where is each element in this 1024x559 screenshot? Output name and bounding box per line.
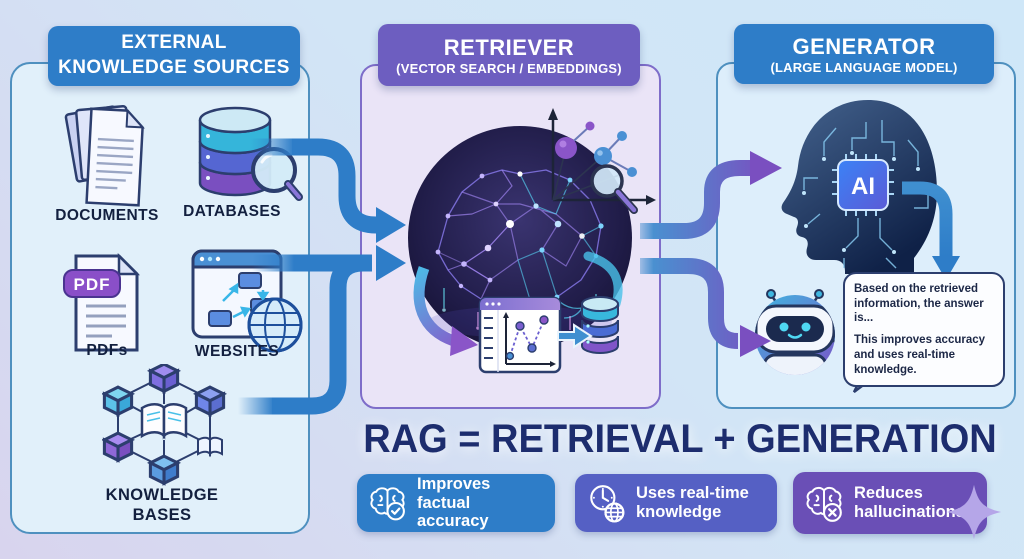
- documents-label: DOCUMENTS: [32, 207, 182, 226]
- generator-header-subtitle: (LARGE LANGUAGE MODEL): [770, 59, 958, 75]
- pdfs-label: PDFs: [42, 342, 172, 361]
- retriever-panel: [360, 64, 661, 409]
- databases-label: DATABASES: [162, 203, 302, 222]
- ai-chip-label: AI: [851, 173, 875, 200]
- generator-header-title: GENERATOR: [792, 33, 936, 59]
- databases-label-text: DATABASES: [183, 203, 281, 220]
- badge-reduces-hallucinations: Reduces hallucinations: [793, 472, 987, 534]
- badge-accuracy-line2: accuracy: [417, 512, 489, 531]
- sources-header-line1: EXTERNAL: [121, 32, 227, 54]
- sources-header: EXTERNAL KNOWLEDGE SOURCES: [48, 26, 300, 86]
- badge-realtime-line2: knowledge: [636, 503, 722, 521]
- retriever-header-title: RETRIEVER: [443, 34, 575, 60]
- brain-check-icon: [370, 487, 405, 521]
- badge-hallucinations-line1: Reduces: [854, 484, 923, 503]
- badge-realtime-label: Uses real-time knowledge: [636, 484, 749, 522]
- database-search-icon: [198, 106, 303, 201]
- generator-illustration: AI: [755, 100, 960, 393]
- speech-bubble: Based on the retrieved information, the …: [843, 272, 1005, 388]
- robot-icon: [755, 289, 835, 375]
- badge-accuracy-label: Improves factual accuracy: [417, 475, 545, 532]
- pdfs-label-text: PDFs: [86, 342, 128, 359]
- external-knowledge-sources-panel: DOCUMENTS DATABASES PDF PDFs: [10, 62, 310, 534]
- speech-bubble-text-2: This improves accuracy and uses real-tim…: [854, 334, 986, 376]
- websites-label: WEBSITES: [167, 343, 307, 362]
- badge-accuracy-line1: Improves factual: [417, 474, 491, 512]
- badge-improves-accuracy: Improves factual accuracy: [357, 474, 555, 532]
- rag-equation-title: RAG = RETRIEVAL + GENERATION: [363, 417, 997, 461]
- documents-label-text: DOCUMENTS: [55, 207, 159, 224]
- ai-head-icon: AI: [781, 100, 937, 274]
- knowledge-bases-label: KNOWLEDGE BASES: [67, 486, 257, 526]
- retriever-header: RETRIEVER (VECTOR SEARCH / EMBEDDINGS): [378, 24, 640, 86]
- knowledge-bases-label-line1: KNOWLEDGE: [105, 486, 219, 504]
- clock-globe-icon: [590, 485, 625, 523]
- ai-chip-icon: AI: [837, 159, 889, 211]
- badge-realtime-line1: Uses real-time: [636, 484, 749, 503]
- badge-hallucinations-label: Reduces hallucinations: [854, 484, 965, 522]
- generator-header: GENERATOR (LARGE LANGUAGE MODEL): [734, 24, 994, 84]
- knowledge-graph-icon: [102, 364, 228, 486]
- sources-header-line2: KNOWLEDGE SOURCES: [58, 57, 290, 78]
- brain-x-icon: [806, 486, 842, 522]
- pdf-badge-text: PDF: [74, 275, 111, 294]
- speech-bubble-text-1: Based on the retrieved information, the …: [854, 283, 984, 325]
- knowledge-bases-label-line2: BASES: [132, 505, 192, 524]
- badge-hallucinations-line2: hallucinations: [854, 503, 965, 521]
- retriever-header-subtitle: (VECTOR SEARCH / EMBEDDINGS): [396, 60, 622, 76]
- documents-icon: [64, 104, 145, 207]
- pdf-file-icon: PDF: [63, 252, 141, 352]
- websites-label-text: WEBSITES: [194, 343, 280, 360]
- website-globe-icon: [191, 249, 303, 353]
- sparkle-icon: [946, 484, 1002, 540]
- badge-realtime-knowledge: Uses real-time knowledge: [575, 474, 777, 532]
- head-to-answer-arrow: [902, 181, 960, 280]
